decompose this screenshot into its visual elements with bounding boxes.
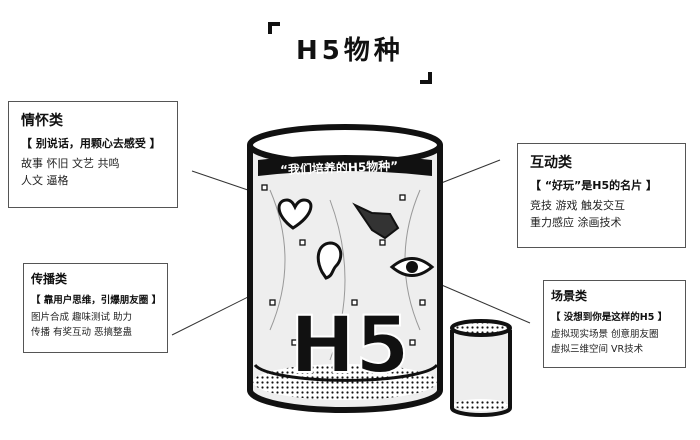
category-box-sentiment: 情怀类 【 别说话，用颗心去感受 】 故事 怀旧 文艺 共鸣 人文 逼格 [8, 101, 178, 208]
banner-ribbon [258, 155, 432, 176]
category-line: 虚拟现实场景 创意朋友圈 [551, 329, 659, 340]
category-line: 人文 逼格 [21, 174, 69, 187]
eye-icon [389, 257, 435, 277]
category-tagline: 【 别说话，用颗心去感受 】 [21, 137, 161, 150]
category-tagline: 【 “好玩”是H5的名片 】 [530, 179, 657, 192]
category-line: 重力感应 涂画技术 [530, 216, 622, 229]
title-bracket-left [268, 22, 280, 34]
pointing-hand-icon [352, 202, 400, 240]
category-box-scene: 场景类 【 没想到你是这样的H5 】 虚拟现实场景 创意朋友圈 虚拟三维空间 V… [543, 280, 686, 368]
category-title: 互动类 [530, 155, 572, 171]
category-tagline: 【 靠用户思维，引爆朋友圈 】 [31, 295, 162, 306]
page-title: H5物种 [296, 36, 404, 66]
ear-icon [316, 241, 343, 280]
small-cylinder [450, 319, 512, 417]
category-line: 图片合成 趣味测试 助力 [31, 312, 133, 323]
heart-icon [277, 198, 313, 230]
title-bracket-right [420, 72, 432, 84]
category-box-interaction: 互动类 【 “好玩”是H5的名片 】 竞技 游戏 触发交互 重力感应 涂画技术 [517, 143, 686, 248]
category-title: 场景类 [551, 289, 588, 303]
category-tagline: 【 没想到你是这样的H5 】 [551, 312, 668, 323]
category-title: 情怀类 [21, 113, 63, 129]
category-box-spread: 传播类 【 靠用户思维，引爆朋友圈 】 图片合成 趣味测试 助力 传播 有奖互动… [23, 263, 168, 353]
category-line: 竞技 游戏 触发交互 [530, 199, 625, 212]
category-line: 虚拟三维空间 VR技术 [551, 344, 644, 355]
category-line: 故事 怀旧 文艺 共鸣 [21, 157, 120, 170]
category-title: 传播类 [31, 272, 68, 286]
category-line: 传播 有奖互动 恶搞整蛊 [31, 327, 133, 338]
h5-big-letters: H5 [290, 301, 410, 391]
